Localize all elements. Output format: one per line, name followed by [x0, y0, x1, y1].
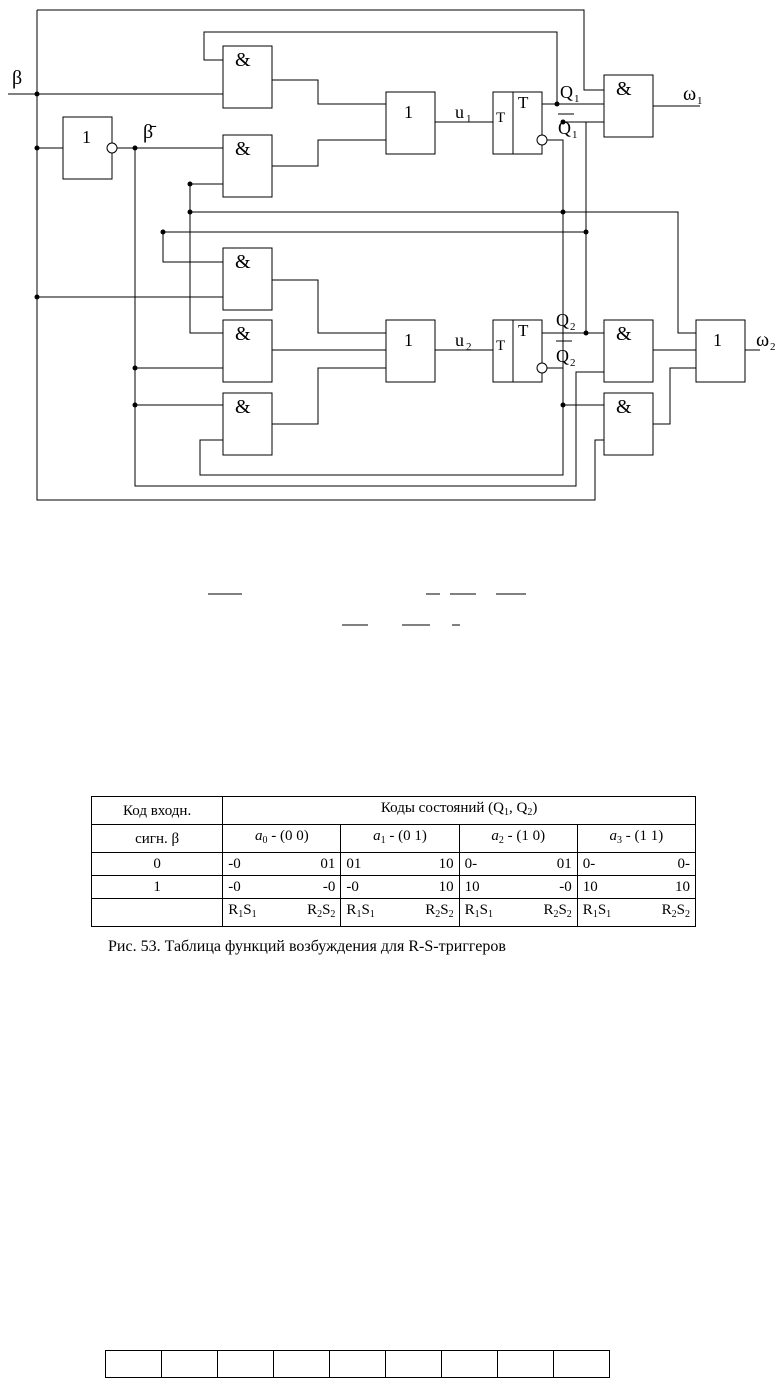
- figure-caption: Рис. 53. Таблица функций возбуждения для…: [108, 938, 506, 955]
- svg-text:T: T: [518, 93, 529, 112]
- svg-text:1: 1: [404, 330, 413, 350]
- empty-cell: [385, 1350, 442, 1378]
- empty-cell: [217, 1350, 274, 1378]
- svg-text:Q: Q: [560, 82, 573, 102]
- svg-text:ω: ω: [683, 83, 696, 105]
- and-gate-4: &: [222, 319, 273, 383]
- empty-cell: [441, 1350, 498, 1378]
- svg-text:&: &: [235, 323, 251, 345]
- nq1-label: Q 1: [558, 113, 578, 141]
- q1-label: Q 1: [560, 82, 580, 105]
- empty-cell: [497, 1350, 554, 1378]
- and-gate-2: &: [222, 134, 273, 198]
- and-gate-out-1: &: [603, 74, 654, 138]
- header-state-codes: Коды состояний (Q1, Q2): [222, 796, 696, 825]
- empty-cell: [90, 898, 224, 927]
- or-gate-1: 1: [385, 91, 436, 155]
- table-cell: -0-0: [222, 875, 342, 899]
- state-a0: a0 - (0 0): [222, 824, 342, 853]
- svg-text:1: 1: [574, 93, 580, 105]
- empty-grid-strip: [105, 1350, 610, 1378]
- svg-text:Q: Q: [558, 118, 571, 138]
- svg-text:ω: ω: [756, 329, 769, 351]
- svg-text:&: &: [235, 49, 251, 71]
- svg-text:&: &: [616, 396, 632, 418]
- svg-text:1: 1: [404, 102, 413, 122]
- not-gate: 1: [62, 116, 118, 180]
- u1-label: u 1: [455, 102, 472, 125]
- svg-text:T: T: [496, 338, 505, 354]
- svg-text:T: T: [496, 110, 505, 126]
- q2-label: Q 2: [556, 310, 576, 333]
- and-gate-out-2: &: [603, 319, 654, 383]
- svg-text:&: &: [616, 323, 632, 345]
- svg-text:2: 2: [770, 341, 776, 353]
- svg-text:1: 1: [572, 129, 578, 141]
- state-a2: a2 - (1 0): [458, 824, 578, 853]
- state-a3: a3 - (1 1): [576, 824, 697, 853]
- empty-cell: [553, 1350, 610, 1378]
- beta-value: 0: [90, 852, 224, 876]
- svg-text:u: u: [455, 330, 464, 350]
- svg-text:1: 1: [466, 113, 472, 125]
- svg-text:T: T: [518, 321, 529, 340]
- input-beta-label: β: [12, 67, 22, 89]
- u2-label: u 2: [455, 330, 472, 353]
- svg-text:&: &: [235, 251, 251, 273]
- and-gate-1: &: [222, 45, 273, 109]
- and-gate-3: &: [222, 247, 273, 311]
- beta-value: 1: [90, 875, 224, 899]
- state-a1: a1 - (0 1): [340, 824, 460, 853]
- input-beta-bar-label: β̄: [143, 121, 157, 143]
- svg-text:Q: Q: [556, 346, 569, 366]
- svg-text:1: 1: [82, 127, 91, 147]
- nq2-label: Q 2: [556, 340, 576, 369]
- omega1-label: ω 1: [683, 83, 703, 107]
- svg-text:&: &: [235, 396, 251, 418]
- svg-text:2: 2: [570, 321, 576, 333]
- and-gate-out-3: &: [603, 392, 654, 456]
- and-gate-5: &: [222, 392, 273, 456]
- svg-text:&: &: [235, 138, 251, 160]
- empty-cell: [161, 1350, 218, 1378]
- or-gate-2: 1: [385, 319, 436, 383]
- table-cell: 0-0-: [576, 852, 697, 876]
- t-trigger-1: T T: [492, 91, 548, 155]
- svg-text:u: u: [455, 102, 464, 122]
- t-trigger-2: T T: [492, 319, 548, 383]
- svg-text:2: 2: [570, 357, 576, 369]
- svg-text:2: 2: [466, 341, 472, 353]
- table-cell: 10-0: [458, 875, 578, 899]
- svg-text:1: 1: [713, 330, 722, 350]
- header-input-signal: сигн. β: [90, 824, 224, 853]
- excitation-table: Код входн. Коды состояний (Q1, Q2) сигн.…: [90, 796, 697, 927]
- empty-cell: [105, 1350, 162, 1378]
- table-cell: 0-01: [458, 852, 578, 876]
- or-gate-out: 1: [695, 319, 746, 383]
- svg-text:Q: Q: [556, 310, 569, 330]
- header-input-code: Код входн.: [90, 796, 224, 825]
- junction-dots: [34, 91, 589, 408]
- omega2-label: ω 2: [756, 329, 776, 353]
- empty-cell: [273, 1350, 330, 1378]
- logic-circuit-diagram: 1 & & & & & 1 1 T T T T & & & 1: [8, 9, 776, 626]
- formula-overline-fragments: [208, 593, 526, 626]
- circuit-wires: [8, 9, 760, 501]
- empty-cell: [329, 1350, 386, 1378]
- svg-text:&: &: [616, 78, 632, 100]
- svg-text:1: 1: [697, 95, 703, 107]
